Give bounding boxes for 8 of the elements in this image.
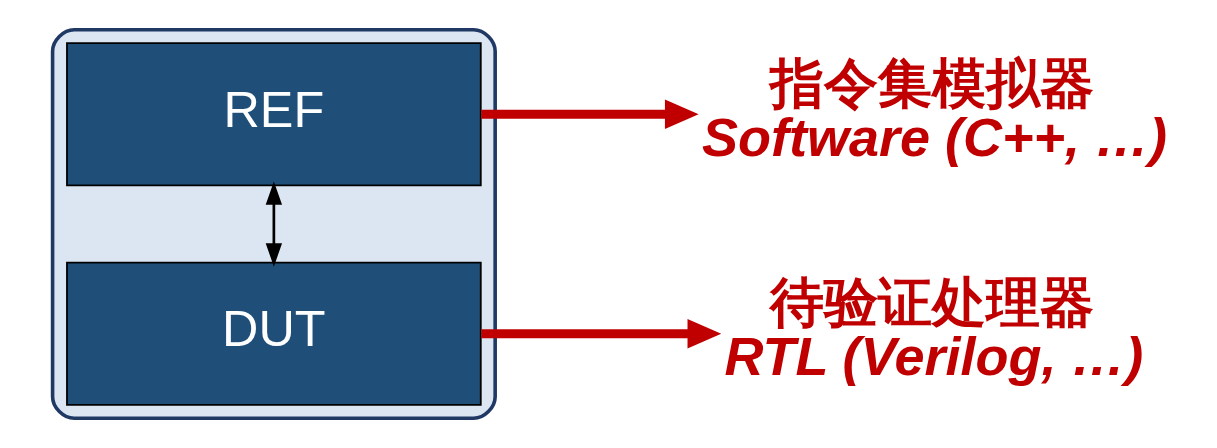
node-text: 指令集模拟器 Software (C++, …) [702, 52, 1167, 167]
arrow [481, 318, 722, 349]
cluster [50, 27, 497, 421]
arrow [481, 99, 699, 129]
node-box: REF [66, 42, 482, 187]
node-box: DUT [66, 261, 482, 406]
node-text: 待验证处理器 RTL (Verilog, …) [724, 272, 1144, 387]
arrow [265, 181, 283, 267]
